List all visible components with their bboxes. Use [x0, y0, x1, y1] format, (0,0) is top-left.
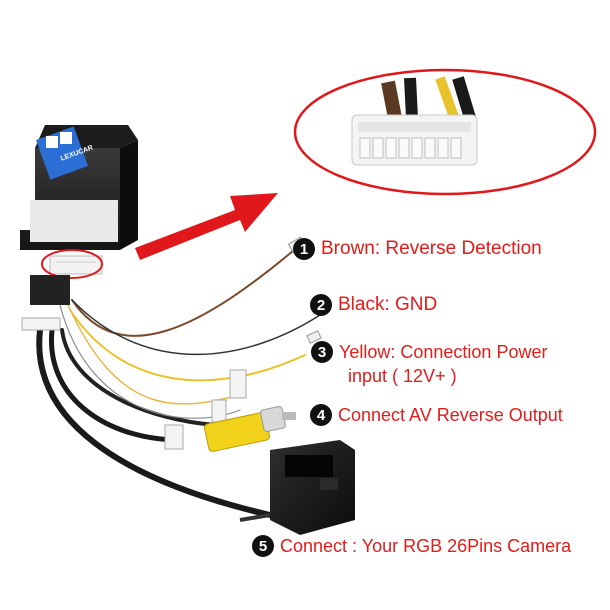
rgb-26pin-plug: [239, 440, 355, 535]
number-badge: 5: [252, 535, 274, 557]
label-yellow-power: 3 Yellow: Connection Power: [311, 341, 547, 363]
label-rgb-camera: 5 Connect : Your RGB 26Pins Camera: [252, 535, 571, 557]
label-brown-reverse-detection: 1 Brown: Reverse Detection: [293, 238, 542, 260]
pointer-arrow: [135, 193, 278, 260]
label-text: Connect : Your RGB 26Pins Camera: [280, 535, 572, 556]
label-black-gnd: 2 Black: GND: [310, 294, 437, 316]
number-badge: 3: [311, 341, 333, 363]
zoom-detail: [293, 68, 597, 196]
label-yellow-power-line2: input ( 12V+ ): [348, 366, 457, 386]
rca-plug-yellow: [204, 406, 296, 452]
label-av-reverse-output: 4 Connect AV Reverse Output: [310, 404, 563, 426]
decoder-module: [20, 125, 138, 331]
label-text: Black: GND: [338, 294, 438, 315]
number-badge: 4: [310, 404, 332, 426]
number-badge: 2: [310, 294, 332, 316]
label-text: Connect AV Reverse Output: [338, 404, 563, 425]
label-text: Yellow: Connection Power: [339, 341, 548, 362]
number-badge: 1: [293, 238, 315, 260]
label-text: Brown: Reverse Detection: [321, 238, 542, 259]
cable-bundle: [36, 244, 321, 518]
